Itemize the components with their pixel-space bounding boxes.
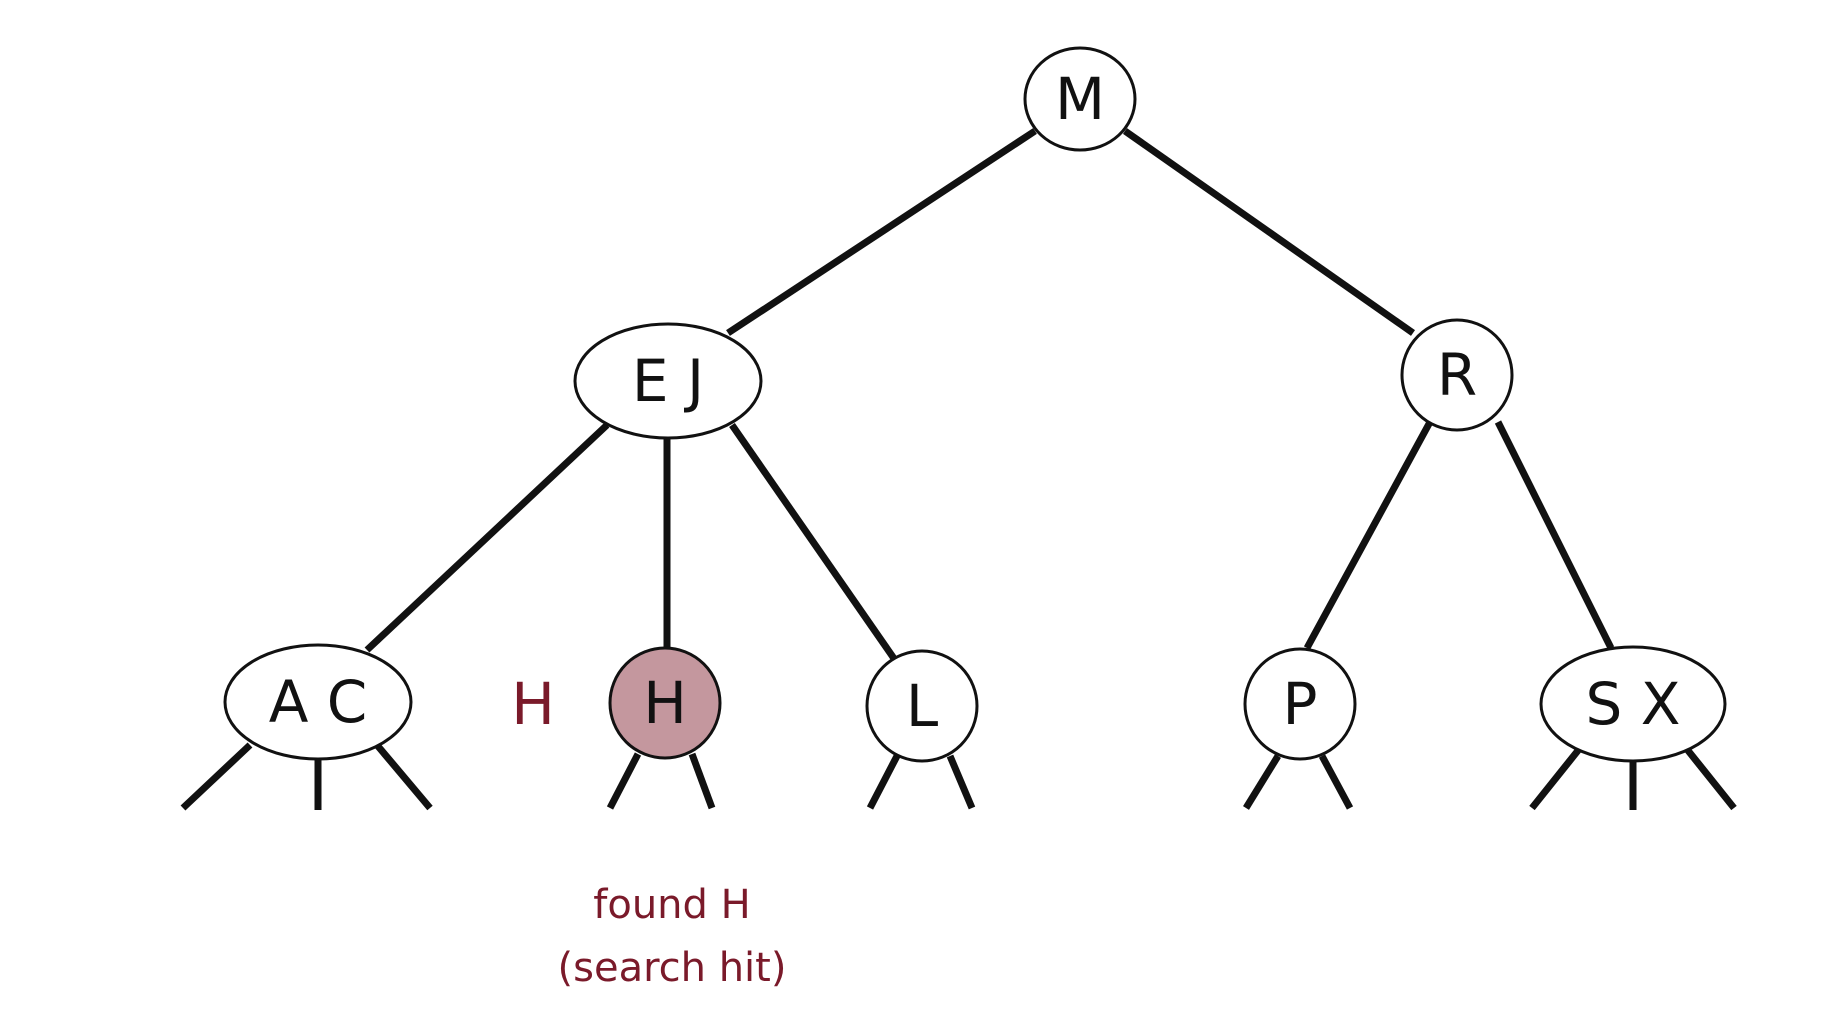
node-h-label: H bbox=[643, 669, 687, 737]
edge-r-sx bbox=[1494, 420, 1615, 650]
null-link bbox=[688, 752, 716, 810]
node-ac-label: A C bbox=[269, 668, 368, 736]
node-l: L bbox=[865, 649, 979, 763]
edge-ej-l bbox=[729, 423, 898, 662]
node-r-label: R bbox=[1437, 341, 1477, 409]
edge-m-ej bbox=[726, 128, 1037, 336]
node-ej-label: E J bbox=[632, 347, 704, 415]
node-p-label: P bbox=[1283, 670, 1318, 738]
null-link bbox=[1529, 745, 1583, 811]
edges bbox=[180, 128, 1737, 811]
null-link bbox=[606, 752, 642, 810]
edge-ej-ac bbox=[364, 422, 610, 653]
null-link bbox=[374, 742, 433, 811]
null-link bbox=[1318, 754, 1354, 810]
null-link bbox=[1683, 745, 1737, 811]
edge-r-p bbox=[1303, 420, 1434, 650]
node-sx: S X bbox=[1539, 645, 1727, 763]
null-link bbox=[866, 754, 901, 810]
node-sx-label: S X bbox=[1586, 670, 1681, 738]
node-p: P bbox=[1243, 647, 1357, 761]
null-link bbox=[1243, 754, 1281, 810]
node-l-label: L bbox=[906, 672, 938, 740]
node-ej: E J bbox=[573, 322, 763, 440]
caption-line-2: (search hit) bbox=[558, 945, 787, 991]
caption-line-1: found H bbox=[593, 882, 750, 928]
node-ac: A C bbox=[223, 643, 413, 761]
node-h: H bbox=[608, 646, 722, 760]
node-m: M bbox=[1023, 46, 1137, 152]
node-m-label: M bbox=[1055, 65, 1105, 133]
search-key: H bbox=[511, 670, 555, 738]
node-r: R bbox=[1400, 318, 1514, 432]
edge-m-r bbox=[1122, 128, 1416, 336]
null-link bbox=[180, 742, 253, 811]
null-link bbox=[946, 754, 976, 810]
